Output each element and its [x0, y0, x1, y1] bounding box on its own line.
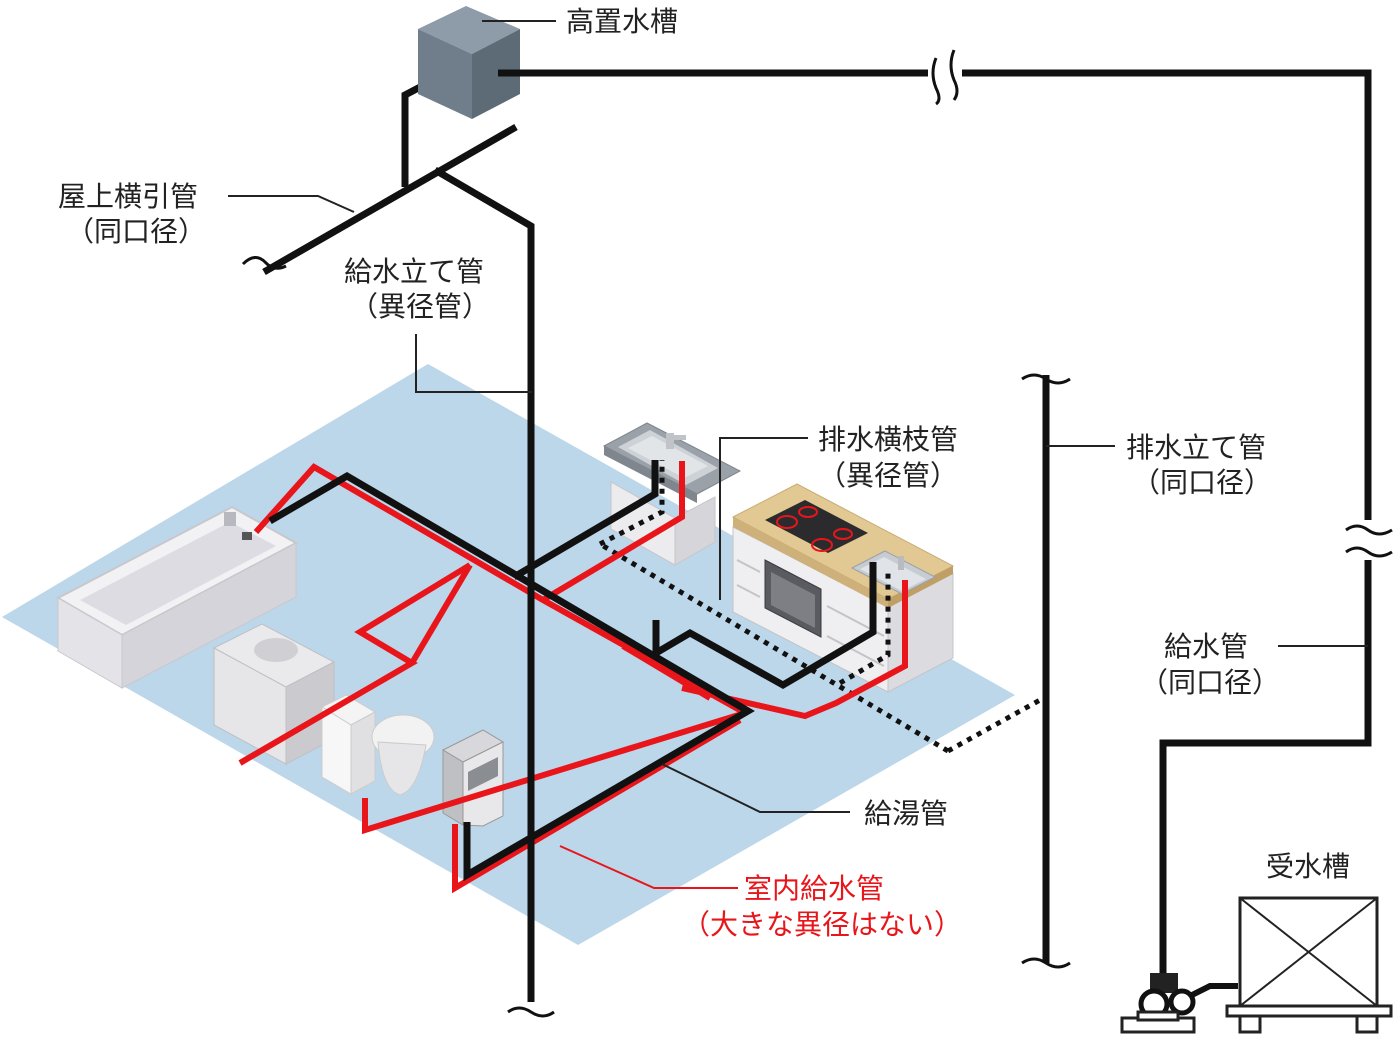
- main-supply-pipe: [498, 69, 1372, 977]
- leader-supply-riser: [415, 334, 532, 393]
- leader-indoor-supply: [559, 845, 738, 889]
- label-indoor-supply: 室内給水管: [744, 872, 884, 905]
- indoor-supply-pipe: [238, 461, 908, 894]
- leader-hot-water: [661, 763, 850, 813]
- elevated-tank-icon: [418, 6, 520, 119]
- roof-pipe-break-icon: [241, 256, 287, 270]
- label-drain-riser: 排水立て管: [1126, 431, 1266, 464]
- label-drain-branch-sub: （異径管）: [818, 459, 958, 492]
- leader-drain-branch: [719, 437, 808, 600]
- main-pipe-break-icon: [931, 49, 959, 106]
- label-supply-riser: 給水立て管: [344, 255, 484, 288]
- label-indoor-supply-sub: （大きな異径はない）: [682, 908, 962, 941]
- apartment-floor: [2, 364, 1015, 945]
- toilet-icon: [320, 694, 435, 796]
- label-drain-riser-sub: （同口径）: [1132, 466, 1272, 499]
- label-supply-pipe: 給水管: [1164, 630, 1248, 663]
- label-elevated-tank: 高置水槽: [566, 5, 678, 38]
- drain-riser-bottom-break-icon: [1021, 957, 1071, 969]
- label-roof-pipe-sub: （同口径）: [66, 215, 206, 248]
- drain-branch-pipe-kitchen: [838, 568, 891, 686]
- riser-bottom-break-icon: [507, 1006, 555, 1018]
- label-hot-water-pipe: 給湯管: [864, 797, 948, 830]
- label-supply-pipe-sub: （同口径）: [1140, 666, 1280, 699]
- drain-branch-pipe: [598, 541, 1042, 754]
- water-heater-icon: [441, 729, 505, 827]
- hot-water-pipe: [268, 460, 877, 882]
- bathtub-icon: [55, 505, 299, 689]
- supply-pipe-break-icon: [1345, 524, 1393, 558]
- drain-branch-pipe-basin: [598, 460, 665, 547]
- washing-machine-icon: [212, 623, 336, 765]
- label-supply-riser-sub: （異径管）: [350, 290, 490, 323]
- label-drain-branch: 排水横枝管: [818, 423, 958, 456]
- leader-roof-pipe: [228, 195, 355, 213]
- label-receiving-tank: 受水槽: [1266, 850, 1350, 883]
- pump-icon: [1120, 973, 1238, 1034]
- label-roof-pipe: 屋上横引管: [58, 180, 198, 213]
- receiving-tank-icon: [1225, 896, 1393, 1034]
- drain-riser-top-break-icon: [1021, 373, 1071, 385]
